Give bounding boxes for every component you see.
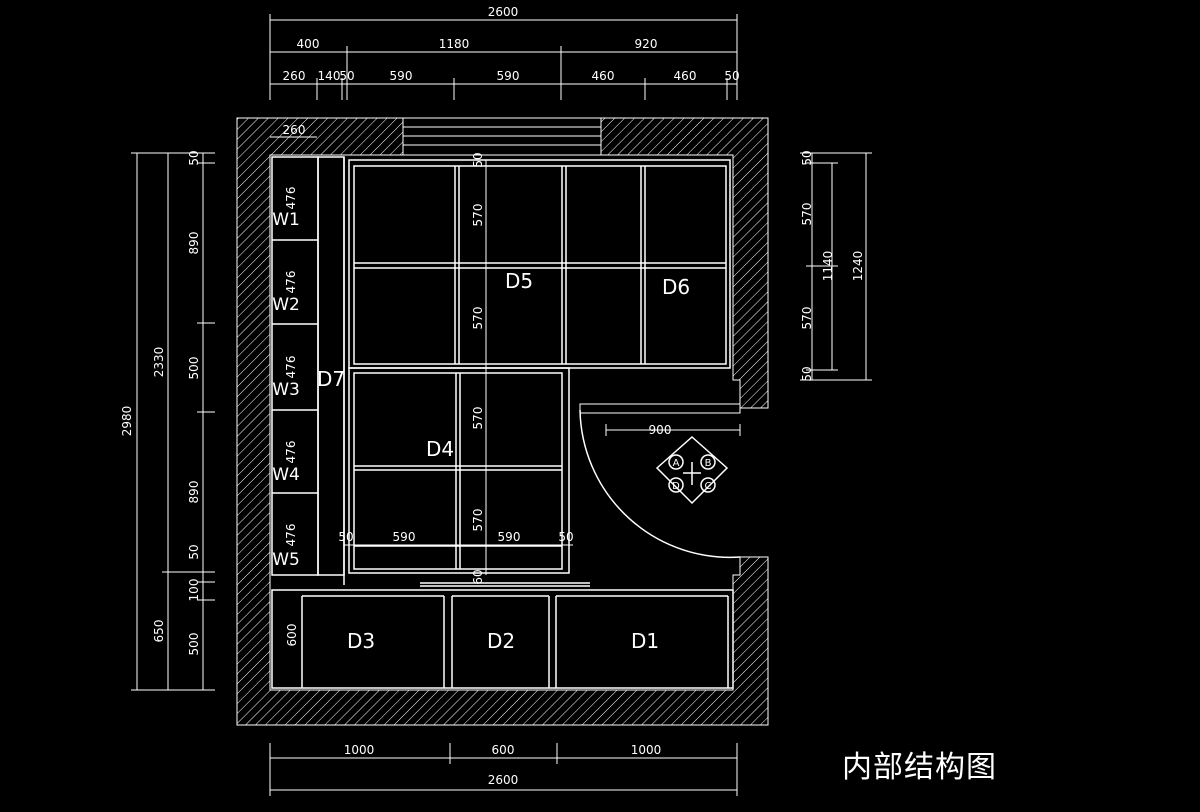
label-w4: W4: [272, 465, 300, 485]
label-w1: W1: [272, 210, 300, 230]
dim-top-920: 920: [635, 37, 658, 51]
dim-top-50b: 50: [724, 69, 739, 83]
window-lines: [403, 126, 601, 146]
dim-d5-gap: 50: [471, 152, 485, 167]
wardrobe-left: [271, 156, 345, 585]
label-w5: W5: [272, 550, 300, 570]
dim-cell-4: 570: [471, 509, 485, 532]
label-d2: D2: [487, 629, 515, 653]
dim-right-1140: 1140: [821, 251, 835, 282]
dim-w4-height: 476: [284, 441, 298, 464]
dim-door-900: 900: [649, 423, 672, 437]
dim-d3-600: 600: [285, 624, 299, 647]
dim-d4-590b: 590: [498, 530, 521, 544]
dim-right-50b: 50: [800, 366, 814, 381]
right-dimensions: 50 570 570 50 1140 1240: [800, 150, 865, 381]
dim-left-650: 650: [152, 620, 166, 643]
label-d1: D1: [631, 629, 659, 653]
dim-right-1240: 1240: [851, 251, 865, 282]
door-jamb: [579, 403, 741, 414]
dim-top-1180: 1180: [439, 37, 470, 51]
dim-left-500b: 500: [187, 633, 201, 656]
dim-top-400: 400: [297, 37, 320, 51]
section-symbol-icon: [655, 435, 729, 505]
dim-top-590a: 590: [390, 69, 413, 83]
dim-left-890a: 890: [187, 232, 201, 255]
dim-top-total: 2600: [488, 5, 519, 19]
dim-left-500a: 500: [187, 357, 201, 380]
dim-left-total: 2980: [120, 406, 134, 437]
dim-left-2330: 2330: [152, 347, 166, 378]
dim-top-140: 140: [318, 69, 341, 83]
door-swing: [579, 409, 741, 559]
dim-cell-1: 570: [471, 204, 485, 227]
dimension-lines: [131, 14, 872, 796]
label-d5: D5: [505, 269, 533, 293]
interior-dimensions: 260 476 476 476 476 476 50 570 570 570 5…: [283, 123, 672, 646]
dim-top-50a: 50: [339, 69, 354, 83]
symbol-a: A: [673, 458, 680, 469]
dim-gap-60: 60: [471, 569, 485, 584]
dim-d4-50a: 50: [338, 530, 353, 544]
dim-d4-590a: 590: [393, 530, 416, 544]
dim-w1-height: 476: [284, 187, 298, 210]
dim-bottom-1000a: 1000: [344, 743, 375, 757]
dim-w3-height: 476: [284, 356, 298, 379]
dim-left-890b: 890: [187, 481, 201, 504]
dim-d4-50b: 50: [558, 530, 573, 544]
left-dimensions: 2980 2330 650 50 890 500 890 50 100 500: [120, 150, 201, 655]
dim-w5-height: 476: [284, 524, 298, 547]
walls: [236, 117, 769, 726]
label-d3: D3: [347, 629, 375, 653]
top-dimensions: 2600 400 1180 920 260 140 50 590 590 460…: [283, 5, 740, 83]
dim-cell-3: 570: [471, 407, 485, 430]
dim-cell-2: 570: [471, 307, 485, 330]
dim-left-50a: 50: [187, 150, 201, 165]
dim-bottom-1000b: 1000: [631, 743, 662, 757]
outer-wall: [236, 117, 769, 726]
dim-bottom-600: 600: [492, 743, 515, 757]
bottom-dimensions: 1000 600 1000 2600: [344, 743, 662, 787]
dim-top-260: 260: [283, 69, 306, 83]
cabinet-d4: [348, 367, 590, 587]
dim-right-50a: 50: [800, 150, 814, 165]
drawing-caption: 内部结构图: [842, 750, 997, 785]
dim-left-100: 100: [187, 579, 201, 602]
cabinets-bottom: [271, 589, 734, 689]
dim-left-50b: 50: [187, 544, 201, 559]
dim-right-570b: 570: [800, 307, 814, 330]
section-symbol-letters: A B C D: [672, 458, 711, 492]
label-d6: D6: [662, 275, 690, 299]
cabinet-d5-d6: [348, 159, 731, 369]
label-w2: W2: [272, 295, 300, 315]
dim-w-top: 260: [283, 123, 306, 137]
dim-top-590b: 590: [497, 69, 520, 83]
dim-right-570a: 570: [800, 203, 814, 226]
label-d4: D4: [426, 437, 454, 461]
symbol-b: B: [705, 458, 712, 469]
label-d7: D7: [317, 367, 345, 391]
dim-bottom-total: 2600: [488, 773, 519, 787]
symbol-d: D: [672, 481, 680, 492]
cabinet-labels: W1 W2 W3 W4 W5 D7 D5 D6 D4 D3 D2 D1: [272, 210, 690, 653]
symbol-c: C: [705, 481, 712, 492]
dim-w2-height: 476: [284, 271, 298, 294]
label-w3: W3: [272, 380, 300, 400]
dim-top-460b: 460: [674, 69, 697, 83]
dim-top-460a: 460: [592, 69, 615, 83]
